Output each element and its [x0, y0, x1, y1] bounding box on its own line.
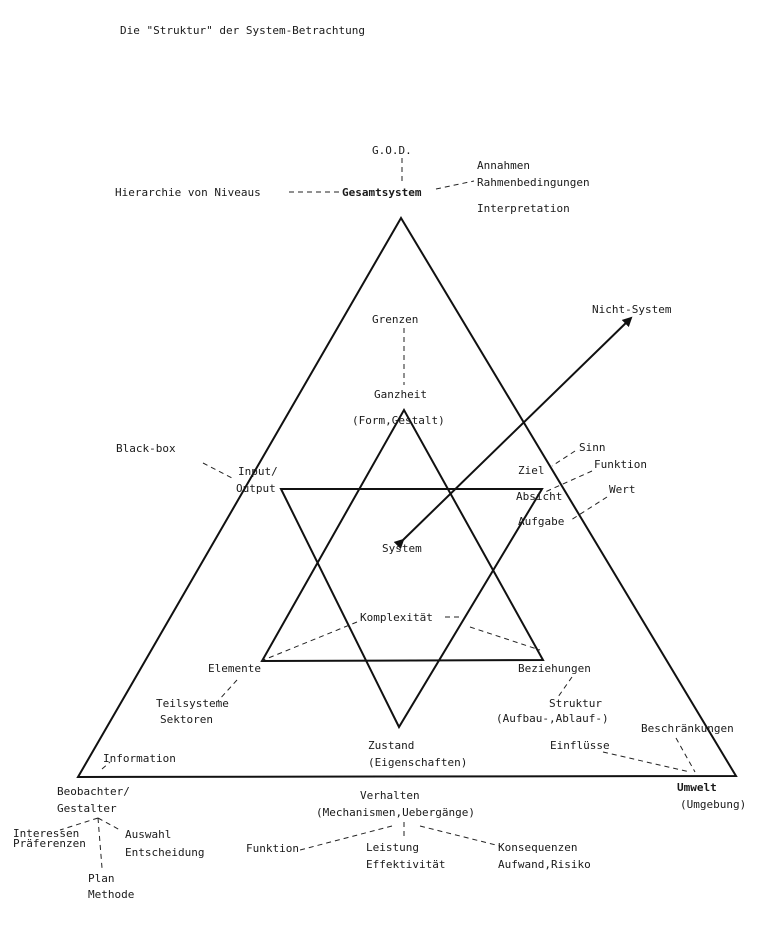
label-input: Input/: [238, 465, 278, 478]
label-nicht-system: Nicht-System: [592, 303, 672, 316]
label-ziel: Ziel: [518, 464, 545, 477]
label-zustand: Zustand: [368, 739, 415, 752]
label-struktur: Struktur: [549, 697, 602, 710]
label-annahmen: Annahmen: [477, 159, 530, 172]
label-aufbau-ablauf: (Aufbau-,Ablauf-): [496, 712, 609, 725]
label-aufgabe: Aufgabe: [518, 515, 565, 528]
label-elemente: Elemente: [208, 662, 261, 675]
label-verhalten: Verhalten: [360, 789, 420, 802]
label-leistung: Leistung: [366, 841, 419, 854]
outer-triangle: [76, 216, 738, 779]
label-system: System: [382, 542, 422, 555]
label-sektoren: Sektoren: [160, 713, 213, 726]
label-auswahl: Auswahl: [125, 828, 172, 841]
label-god: G.O.D.: [372, 144, 412, 157]
system-nichtsystem-arrow: [393, 316, 633, 550]
label-absicht: Absicht: [516, 490, 563, 503]
label-eigenschaften: (Eigenschaften): [368, 756, 468, 769]
label-praeferenzen: Präferenzen: [13, 837, 86, 850]
label-mechanismen: (Mechanismen,Uebergänge): [316, 806, 475, 819]
label-wert: Wert: [609, 483, 636, 496]
label-beziehungen: Beziehungen: [518, 662, 591, 675]
label-ganzheit: Ganzheit: [374, 388, 427, 401]
label-interpretation: Interpretation: [477, 202, 570, 215]
label-funktion-right: Funktion: [594, 458, 647, 471]
label-einfluesse: Einflüsse: [550, 739, 610, 752]
diagram-title: Die "Struktur" der System-Betrachtung: [120, 24, 366, 37]
label-umgebung: (Umgebung): [680, 798, 747, 811]
star-inverted-triangle: [279, 488, 544, 730]
label-teilsysteme: Teilsysteme: [156, 697, 229, 710]
label-beobachter: Beobachter/: [57, 785, 130, 798]
label-beschraenkungen: Beschränkungen: [641, 722, 734, 735]
label-hierarchie: Hierarchie von Niveaus: [115, 186, 261, 199]
dashed-connectors: [59, 158, 696, 869]
label-gestalter: Gestalter: [57, 802, 117, 815]
label-form-gestalt: (Form,Gestalt): [352, 414, 445, 427]
label-konsequenzen: Konsequenzen: [498, 841, 578, 854]
label-information: Information: [103, 752, 176, 765]
label-effektivitaet: Effektivität: [366, 858, 446, 871]
label-methode: Methode: [88, 888, 135, 901]
label-entscheidung: Entscheidung: [125, 846, 205, 859]
label-sinn: Sinn: [579, 441, 606, 454]
label-aufwand-risiko: Aufwand,Risiko: [498, 858, 591, 871]
label-komplexitaet: Komplexität: [360, 611, 433, 624]
label-grenzen: Grenzen: [372, 313, 419, 326]
label-gesamtsystem: Gesamtsystem: [342, 186, 422, 199]
label-rahmenbedingungen: Rahmenbedingungen: [477, 176, 590, 189]
label-black-box: Black-box: [116, 442, 176, 455]
label-plan: Plan: [88, 872, 115, 885]
label-umwelt: Umwelt: [677, 781, 717, 794]
label-funktion-bottom: Funktion: [246, 842, 299, 855]
label-interessen: Interessen: [13, 827, 80, 840]
label-output: Output: [236, 482, 276, 495]
